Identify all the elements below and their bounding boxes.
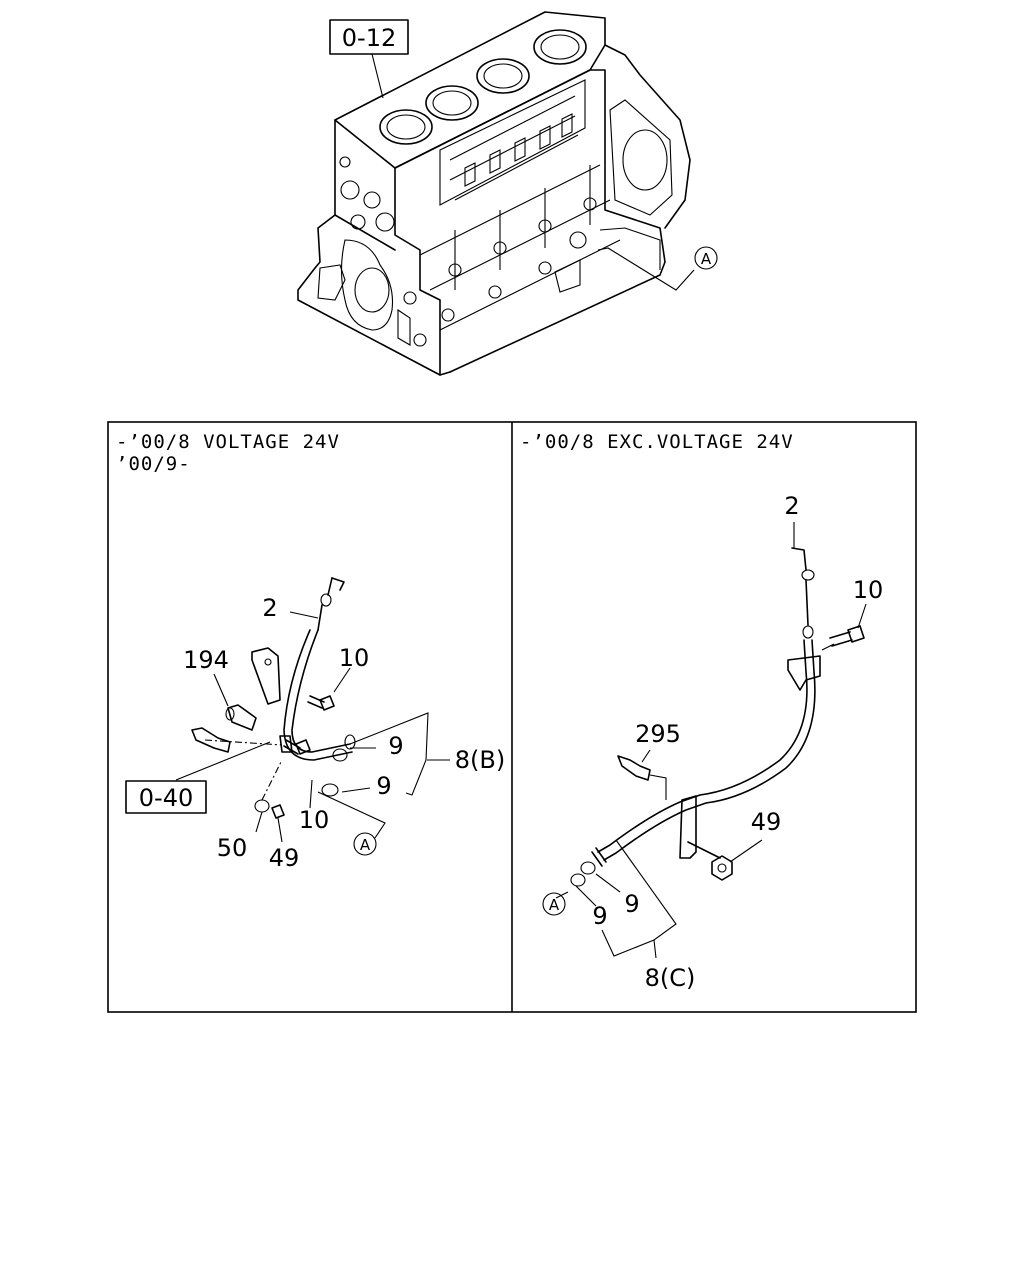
bracket-right-lower <box>679 795 697 859</box>
bracket-right-upper <box>787 655 821 691</box>
right-label-9-upper: 9 <box>624 890 639 918</box>
bolt-10-right <box>821 625 865 651</box>
marker-a-left <box>353 832 377 856</box>
marker-a-top-label: A <box>701 250 712 268</box>
part-194 <box>225 704 257 731</box>
left-label-8b: 8(B) <box>455 746 505 774</box>
left-label-2: 2 <box>262 594 277 622</box>
marker-a-left-label: A <box>360 836 371 854</box>
right-label-9-lower: 9 <box>592 902 607 930</box>
left-label-9-lower: 9 <box>376 772 391 800</box>
right-header: -’00/8 EXC.VOLTAGE 24V <box>520 431 794 453</box>
right-label-295: 295 <box>635 720 681 748</box>
rear-bore <box>622 129 668 191</box>
nut-49-right <box>711 855 733 881</box>
right-label-8c: 8(C) <box>645 964 696 992</box>
left-label-10-lower: 10 <box>299 806 330 834</box>
sensor-left <box>191 727 231 753</box>
right-label-2: 2 <box>784 492 799 520</box>
left-header-line2: ’00/9- <box>116 453 191 475</box>
part-295 <box>617 755 667 800</box>
bolt-10-lower <box>283 739 311 755</box>
marker-a-top <box>694 246 718 270</box>
bracket-left <box>251 647 281 705</box>
o-ring-9-upper <box>332 748 348 762</box>
left-label-49: 49 <box>269 844 300 872</box>
block-ref-box <box>329 19 409 55</box>
crank-bore <box>354 267 390 313</box>
right-label-10: 10 <box>853 576 884 604</box>
o-ring-9-lower <box>321 783 339 797</box>
left-panel: -’00/8 VOLTAGE 24V ’00/9- <box>116 431 505 872</box>
left-label-50: 50 <box>217 834 248 862</box>
marker-a-right-label: A <box>549 896 560 914</box>
block-ref-label: 0-12 <box>342 24 396 52</box>
dipstick-left <box>283 577 356 761</box>
right-label-49: 49 <box>751 808 782 836</box>
bolt-10-upper <box>307 695 335 711</box>
cylinder-bore-4 <box>533 29 587 65</box>
left-ref-label: 0-40 <box>139 784 193 812</box>
cylinder-bore-2 <box>425 85 479 121</box>
cylinder-block-drawing: 0-12 <box>297 11 718 376</box>
o-ring-9-right-upper <box>580 861 596 875</box>
o-ring-9-right-lower <box>570 873 586 887</box>
cylinder-bore-1 <box>379 109 433 145</box>
cylinder-bore-3 <box>476 58 530 94</box>
marker-a-right <box>542 892 566 916</box>
left-label-9-upper: 9 <box>388 732 403 760</box>
left-label-10-upper: 10 <box>339 644 370 672</box>
nut-49-left <box>271 804 285 819</box>
left-header-line1: -’00/8 VOLTAGE 24V <box>116 431 340 453</box>
dipstick-right <box>591 547 816 867</box>
left-label-194: 194 <box>183 646 229 674</box>
right-panel: -’00/8 EXC.VOLTAGE 24V <box>520 431 883 992</box>
left-ref-box <box>125 780 207 814</box>
washer-50 <box>254 799 270 813</box>
